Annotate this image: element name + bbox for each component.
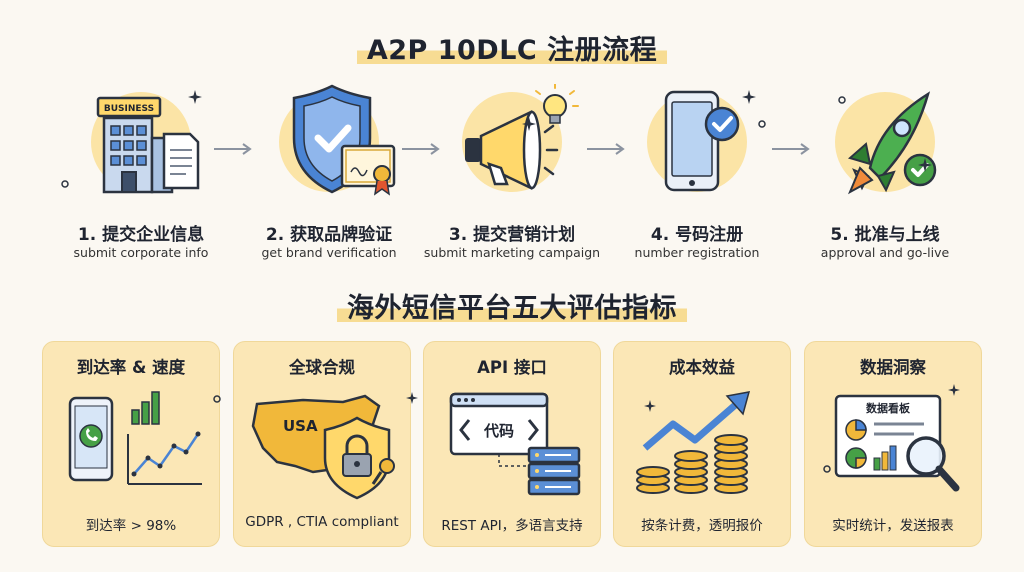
dot-icon (213, 395, 221, 403)
sparkle-icon (188, 90, 202, 104)
phone-check-icon (664, 90, 740, 192)
card-api: API 接口 代码 REST API，多语言支持 (423, 341, 601, 547)
api-code-server-icon: 代码 (449, 392, 581, 496)
shield-check-icon (292, 84, 396, 196)
arrow-right-icon (402, 143, 440, 155)
dot-icon (758, 120, 766, 128)
card-1-title: 到达率 & 速度 (76, 358, 186, 377)
registration-steps: BUSINESS 1. 提交企业信息 submit corporate info… (0, 84, 1024, 272)
map-label: USA (283, 417, 318, 435)
sparkle-icon (948, 384, 960, 396)
step-3-sub: submit marketing campaign (423, 245, 601, 260)
main-title-wrap: A2P 10DLC 注册流程 (0, 28, 1024, 67)
code-label: 代码 (483, 422, 514, 440)
megaphone-icon (465, 84, 579, 190)
step-1-sub: submit corporate info (73, 245, 209, 260)
step-5-label: 5. 批准与上线 (830, 225, 940, 245)
usa-map-lock-icon: USA (251, 394, 395, 500)
card-2-title: 全球合规 (289, 358, 355, 377)
business-sign-label: BUSINESS (104, 104, 154, 114)
business-building-icon: BUSINESS (96, 96, 200, 194)
board-label: 数据看板 (866, 401, 911, 415)
arrow-right-icon (772, 143, 810, 155)
card-5-title: 数据洞察 (860, 358, 926, 377)
coins-growth-icon (636, 391, 751, 494)
card-3-foot: REST API，多语言支持 (441, 518, 583, 534)
card-1-foot: 到达率 > 98% (85, 518, 177, 534)
step-4-label: 4. 号码注册 (650, 225, 744, 245)
card-cost-efficiency: 成本效益 按条计费，透明报价 (613, 341, 791, 547)
step-2-sub: get brand verification (261, 245, 397, 260)
arrow-right-icon (214, 143, 252, 155)
card-2-foot: GDPR , CTIA compliant (245, 514, 399, 530)
step-1-label: 1. 提交企业信息 (77, 225, 205, 245)
phone-chart-icon (68, 391, 202, 485)
step-2-label: 2. 获取品牌验证 (265, 225, 393, 245)
section-2-title-wrap: 海外短信平台五大评估指标 (0, 286, 1024, 325)
card-4-title: 成本效益 (669, 358, 735, 377)
section-2-title: 海外短信平台五大评估指标 (337, 286, 687, 325)
sparkle-icon (644, 400, 656, 412)
sparkle-icon (406, 392, 418, 404)
main-title: A2P 10DLC 注册流程 (356, 28, 668, 67)
dot-icon (838, 96, 846, 104)
sparkle-icon (918, 158, 932, 172)
card-delivery-speed: 到达率 & 速度 到达率 > 98% (42, 341, 220, 547)
card-global-compliance: 全球合规 USA GDPR , CTIA compliant (233, 341, 411, 547)
dashboard-magnifier-icon: 数据看板 (834, 394, 960, 492)
card-4-foot: 按条计费，透明报价 (641, 518, 763, 534)
step-5-sub: approval and go-live (820, 245, 950, 260)
card-5-foot: 实时统计，发送报表 (832, 518, 954, 534)
card-3-title: API 接口 (477, 358, 547, 377)
dot-icon (823, 465, 831, 473)
step-4-sub: number registration (634, 245, 760, 260)
card-data-insight: 数据洞察 数据看板 实时统计，发送报表 (804, 341, 982, 547)
step-3-label: 3. 提交营销计划 (448, 225, 576, 245)
sparkle-icon (522, 117, 536, 131)
arrow-right-icon (587, 143, 625, 155)
rocket-icon (847, 91, 937, 195)
sparkle-icon (742, 90, 756, 104)
dot-icon (61, 180, 69, 188)
